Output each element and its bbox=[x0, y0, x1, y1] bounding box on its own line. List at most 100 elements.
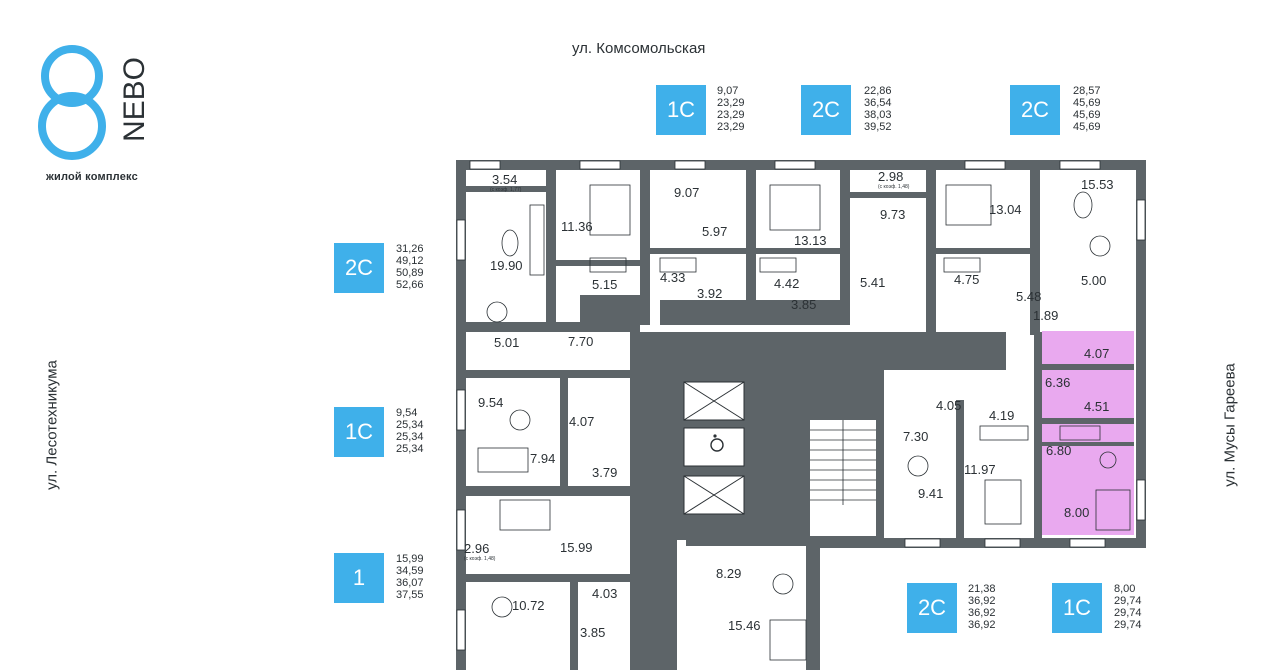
area-value: 36,92 bbox=[968, 619, 996, 631]
area-value: 25,34 bbox=[396, 431, 424, 443]
room-area: 1.89 bbox=[1033, 308, 1058, 323]
apartment-area-list: 31,26 49,12 50,89 52,66 bbox=[396, 243, 424, 291]
area-value: 49,12 bbox=[396, 255, 424, 267]
balcony-coefficient-note: (с коэф. 1,48) bbox=[878, 184, 910, 190]
apartment-area-list: 22,86 36,54 38,03 39,52 bbox=[864, 85, 892, 133]
room-area: 5.15 bbox=[592, 277, 617, 292]
area-value: 9,07 bbox=[717, 85, 739, 97]
wheelchair-icon bbox=[710, 434, 724, 452]
area-value: 34,59 bbox=[396, 565, 424, 577]
apartment-type-badge[interactable]: 2С bbox=[334, 243, 384, 293]
apartment-area-list: 9,54 25,34 25,34 25,34 bbox=[396, 407, 424, 455]
logo-name: NEBO bbox=[118, 57, 151, 142]
room-area: 11.36 bbox=[561, 219, 593, 234]
room-area: 7.30 bbox=[903, 429, 928, 444]
furniture bbox=[477, 184, 1131, 661]
room-area: 15.46 bbox=[728, 618, 761, 633]
area-value: 15,99 bbox=[396, 553, 424, 565]
area-value: 45,69 bbox=[1073, 121, 1101, 133]
room-area: 11.97 bbox=[964, 462, 996, 477]
nebo-logo: NEBO bbox=[38, 45, 151, 160]
room-area: 4.07 bbox=[1084, 346, 1109, 361]
area-value: 50,89 bbox=[396, 267, 424, 279]
area-value: 45,69 bbox=[1073, 97, 1101, 109]
room-area-labels: 3.54 (с коэф. 1,77) 11.36 9.07 5.97 13.1… bbox=[464, 169, 1114, 640]
room-area: 8.29 bbox=[716, 566, 741, 581]
room-area: 3.85 bbox=[580, 625, 605, 640]
room-area: 5.01 bbox=[494, 335, 519, 350]
room-area: 4.51 bbox=[1084, 399, 1109, 414]
apartment-type-badge[interactable]: 2С bbox=[801, 85, 851, 135]
area-value: 36,92 bbox=[968, 595, 996, 607]
area-value: 37,55 bbox=[396, 589, 424, 601]
area-value: 36,92 bbox=[968, 607, 996, 619]
room-area: 13.13 bbox=[794, 233, 827, 248]
area-value: 22,86 bbox=[864, 85, 892, 97]
area-value: 23,29 bbox=[717, 97, 745, 109]
room-area: 5.00 bbox=[1081, 273, 1106, 288]
area-value: 38,03 bbox=[864, 109, 892, 121]
area-value: 21,38 bbox=[968, 583, 996, 595]
room-area: 9.07 bbox=[674, 185, 699, 200]
room-area: 15.53 bbox=[1081, 177, 1114, 192]
room-area: 4.19 bbox=[989, 408, 1014, 423]
area-value: 31,26 bbox=[396, 243, 424, 255]
room-area: 3.54 bbox=[492, 172, 517, 187]
apartment-type-badge[interactable]: 1С bbox=[656, 85, 706, 135]
area-value: 36,54 bbox=[864, 97, 892, 109]
apartment-type-badge[interactable]: 1 bbox=[334, 553, 384, 603]
room-area: 5.97 bbox=[702, 224, 727, 239]
area-value: 29,74 bbox=[1114, 595, 1142, 607]
area-value: 29,74 bbox=[1114, 619, 1142, 631]
room-area: 6.80 bbox=[1046, 443, 1071, 458]
room-area: 4.03 bbox=[592, 586, 617, 601]
interior-walls bbox=[456, 165, 1134, 670]
area-value: 9,54 bbox=[396, 407, 418, 419]
room-area: 9.73 bbox=[880, 207, 905, 222]
room-area: 5.48 bbox=[1016, 289, 1041, 304]
area-value: 23,29 bbox=[717, 121, 745, 133]
room-area: 3.92 bbox=[697, 286, 722, 301]
room-area: 3.85 bbox=[791, 297, 816, 312]
balcony-coefficient-note: (с коэф. 1,48) bbox=[464, 556, 496, 562]
room-area: 4.42 bbox=[774, 276, 799, 291]
room-area: 9.41 bbox=[918, 486, 943, 501]
area-value: 36,07 bbox=[396, 577, 424, 589]
room-area: 2.98 bbox=[878, 169, 903, 184]
apartment-area-list: 28,57 45,69 45,69 45,69 bbox=[1073, 85, 1101, 133]
staircase bbox=[810, 420, 876, 536]
area-value: 8,00 bbox=[1114, 583, 1136, 595]
windows bbox=[456, 160, 1146, 651]
room-area: 9.54 bbox=[478, 395, 503, 410]
area-value: 23,29 bbox=[717, 109, 745, 121]
apartment-type-badge[interactable]: 2С bbox=[907, 583, 957, 633]
room-area: 4.05 bbox=[936, 398, 961, 413]
room-area: 2.96 bbox=[464, 541, 489, 556]
apartment-type-badge[interactable]: 2С bbox=[1010, 85, 1060, 135]
room-area: 3.79 bbox=[592, 465, 617, 480]
logo-subtitle: жилой комплекс bbox=[46, 171, 138, 183]
room-area: 13.04 bbox=[989, 202, 1022, 217]
elevator-block bbox=[683, 381, 745, 515]
area-value: 52,66 bbox=[396, 279, 424, 291]
room-area: 4.07 bbox=[569, 414, 594, 429]
area-value: 29,74 bbox=[1114, 607, 1142, 619]
room-area: 5.41 bbox=[860, 275, 885, 290]
balcony-coefficient-note: (с коэф. 1,77) bbox=[490, 187, 522, 193]
area-value: 45,69 bbox=[1073, 109, 1101, 121]
apartment-type-badge[interactable]: 1С bbox=[334, 407, 384, 457]
area-value: 25,34 bbox=[396, 419, 424, 431]
area-value: 25,34 bbox=[396, 443, 424, 455]
area-value: 39,52 bbox=[864, 121, 892, 133]
room-area: 10.72 bbox=[512, 598, 545, 613]
street-top-label: ул. Комсомольская bbox=[572, 40, 706, 57]
apartment-area-list: 8,00 29,74 29,74 29,74 bbox=[1114, 583, 1142, 631]
room-area: 6.36 bbox=[1045, 375, 1070, 390]
room-area: 4.75 bbox=[954, 272, 979, 287]
room-area: 7.70 bbox=[568, 334, 593, 349]
apartment-type-badge[interactable]: 1С bbox=[1052, 583, 1102, 633]
apartment-area-list: 9,07 23,29 23,29 23,29 bbox=[717, 85, 745, 133]
apartment-area-list: 21,38 36,92 36,92 36,92 bbox=[968, 583, 996, 631]
room-area: 8.00 bbox=[1064, 505, 1089, 520]
room-area: 4.33 bbox=[660, 270, 685, 285]
